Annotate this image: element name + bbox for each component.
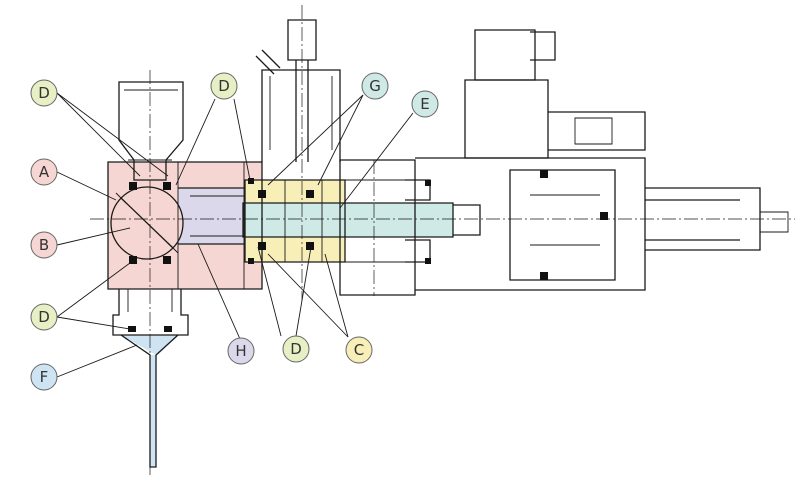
svg-text:D: D bbox=[218, 77, 230, 95]
callout-e: E bbox=[411, 90, 439, 118]
svg-text:E: E bbox=[420, 95, 429, 113]
callout-a: A bbox=[30, 158, 58, 186]
svg-text:F: F bbox=[40, 368, 49, 386]
callout-b: B bbox=[30, 231, 58, 259]
stem bbox=[243, 203, 453, 237]
svg-text:A: A bbox=[39, 163, 50, 181]
callout-d-top-left: D bbox=[30, 79, 58, 107]
leader-lines bbox=[56, 92, 414, 378]
callout-d-left: D bbox=[30, 303, 58, 331]
svg-text:D: D bbox=[38, 308, 50, 326]
callout-g: G bbox=[361, 72, 389, 100]
svg-text:D: D bbox=[38, 84, 50, 102]
callout-d-top-mid: D bbox=[210, 72, 238, 100]
callouts: D A B D F D H D bbox=[30, 72, 439, 391]
svg-text:D: D bbox=[290, 340, 302, 358]
svg-text:B: B bbox=[39, 236, 49, 254]
svg-text:C: C bbox=[354, 341, 364, 359]
seals bbox=[128, 170, 608, 332]
svg-text:G: G bbox=[369, 77, 381, 95]
callout-c: C bbox=[345, 336, 373, 364]
callout-f: F bbox=[30, 363, 58, 391]
outline-drawing bbox=[107, 19, 789, 468]
passage bbox=[178, 188, 244, 244]
colored-regions bbox=[108, 162, 453, 467]
callout-d-bottom: D bbox=[282, 335, 310, 363]
svg-text:H: H bbox=[235, 342, 246, 360]
callout-h: H bbox=[227, 337, 255, 365]
